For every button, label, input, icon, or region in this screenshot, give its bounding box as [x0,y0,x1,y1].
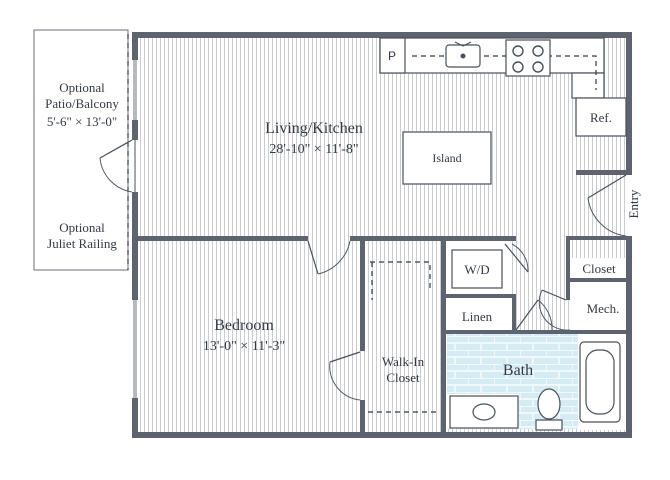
kitchen-counter [379,37,605,99]
juliet-line1: Optional [59,220,105,235]
patio-title-line2: Patio/Balcony [45,96,119,111]
washer-dryer: W/D [446,241,529,294]
patio-labels: Optional Patio/Balcony 5'-6" × 13'-0" Op… [45,80,119,251]
pantry: P [379,37,406,74]
mechanical-label: Mech. [587,301,620,316]
patio-title-line1: Optional [59,80,105,95]
bath-label: Bath [503,362,533,379]
living-dimensions: 28'-10" × 11'-8" [269,142,358,157]
living-labels: Living/Kitchen 28'-10" × 11'-8" [265,120,363,157]
refrigerator: Ref. [575,97,627,137]
patio-dimensions: 5'-6" × 13'-0" [47,114,117,129]
closet-label: Closet [582,261,616,276]
bedroom-labels: Bedroom 13'-0" × 11'-3" [203,317,285,354]
washer-dryer-label: W/D [464,262,489,277]
island-label: Island [432,151,461,165]
walk-in-closet-label-line2: Closet [386,370,420,385]
living-title: Living/Kitchen [265,120,363,137]
walk-in-closet: Walk-In Closet [329,261,438,413]
entry-closet: Closet [570,258,626,278]
entry-label: Entry [626,189,641,218]
patio-door [99,139,138,193]
kitchen-island: Island [402,131,492,185]
outer-walls [132,32,632,438]
window-bedroom [132,300,138,398]
pantry-label: P [388,49,396,63]
linen-label: Linen [462,309,493,324]
bathroom: Bath [449,341,621,431]
juliet-line2: Juliet Railing [47,236,117,251]
interior-walls [138,170,632,432]
bedroom-door [307,240,351,275]
window-living [132,60,138,120]
bedroom-title: Bedroom [214,317,274,334]
entry-door: Entry [587,174,641,237]
walk-in-closet-label-line1: Walk-In [382,354,425,369]
bedroom-dimensions: 13'-0" × 11'-3" [203,339,285,354]
floor-fill [137,38,627,433]
mechanical-room: Mech. [538,282,626,331]
refrigerator-label: Ref. [590,110,612,125]
patio-area [33,29,129,271]
linen-closet: Linen [446,298,553,331]
